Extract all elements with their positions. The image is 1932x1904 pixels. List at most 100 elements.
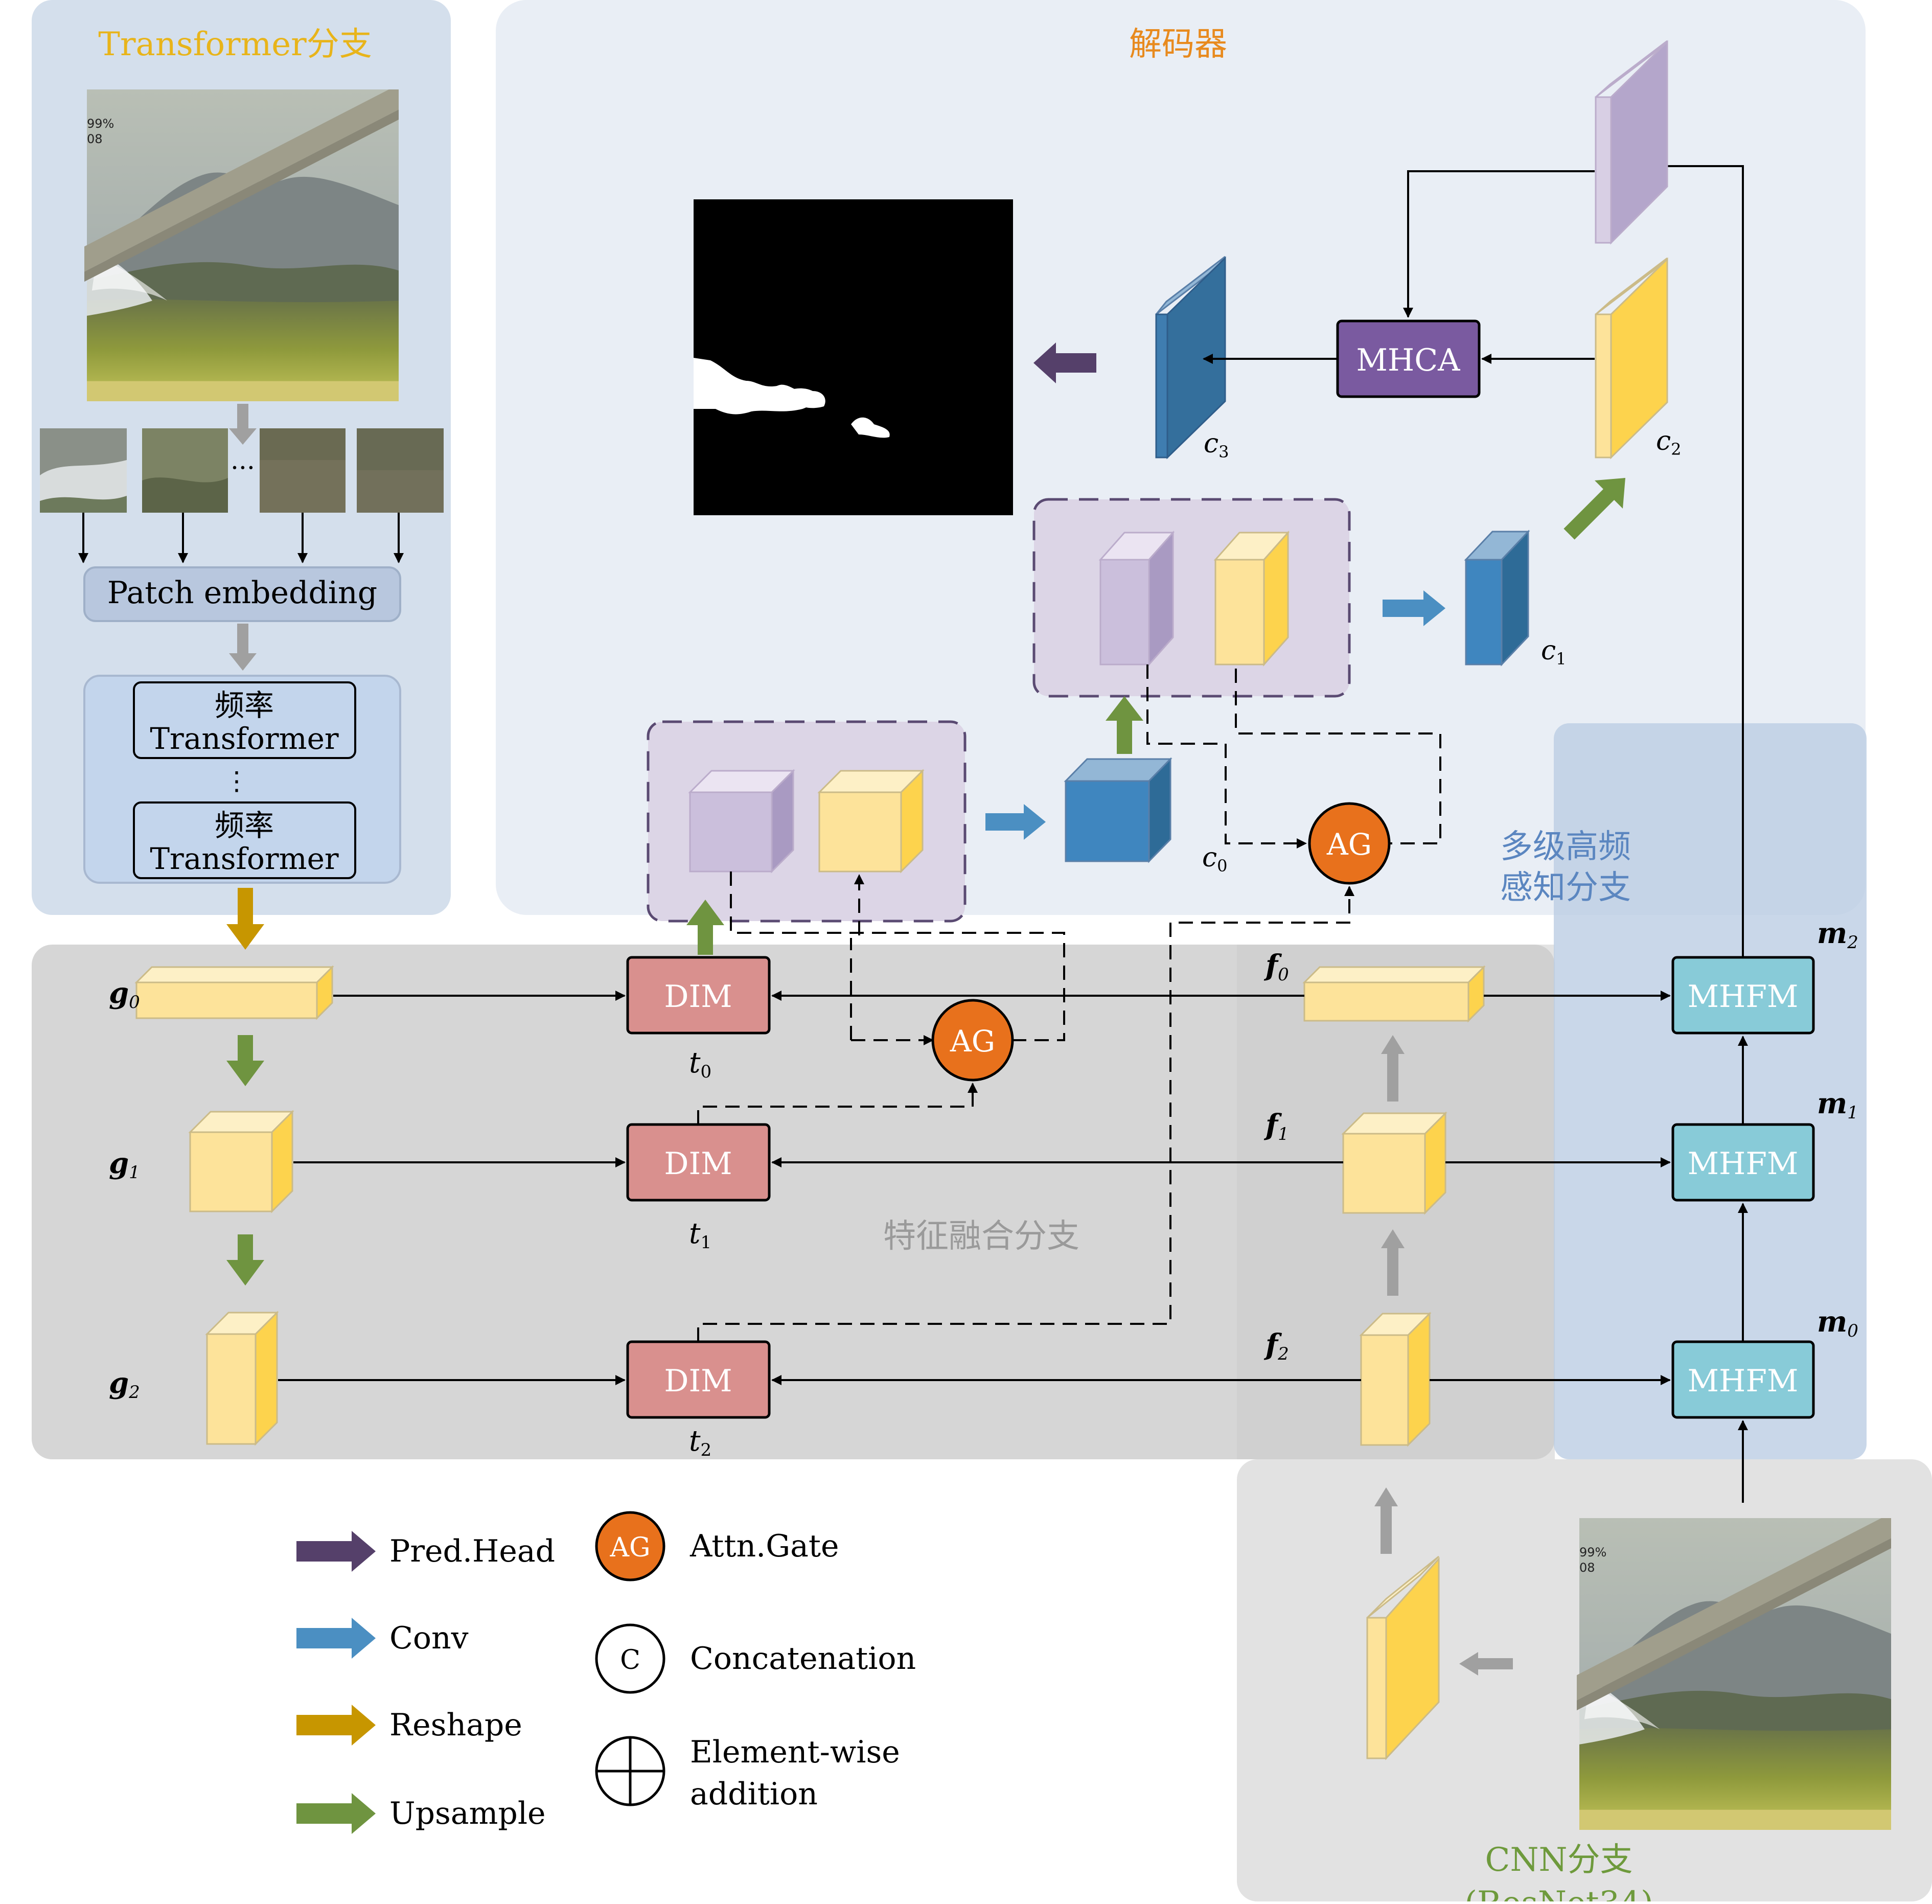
svg-text:Reshape: Reshape	[389, 1707, 522, 1743]
feature-fusion-title: 特征融合分支	[883, 1218, 1079, 1255]
ag-gate-lower: AG	[931, 999, 1014, 1082]
mhca-block: MHCA	[1336, 319, 1481, 398]
c0-feature	[1064, 757, 1172, 863]
patch-3	[260, 428, 346, 513]
cnn-branch-title-line1: CNN分支	[1485, 1841, 1633, 1879]
legend-upsample: Upsample	[296, 1793, 546, 1834]
decoder-title: 解码器	[1129, 26, 1227, 63]
g2-label: g2	[109, 1366, 140, 1403]
c2-label: c2	[1656, 426, 1681, 459]
f1-feature	[1341, 1111, 1447, 1215]
g2-feature	[205, 1311, 279, 1446]
f-to-dim-arrows	[771, 991, 1361, 1385]
g0-label: g0	[109, 976, 140, 1013]
svg-text:Conv: Conv	[389, 1620, 469, 1656]
patch-2	[142, 428, 228, 513]
dim-t2: DIM	[626, 1340, 771, 1419]
c3-feature	[1155, 256, 1226, 460]
lower-concat-yellow-cube	[817, 769, 925, 874]
upsample-to-upper-concat-arrow	[1106, 696, 1143, 754]
t2-label: t2	[689, 1425, 711, 1460]
hf-branch-title-line1: 多级高频	[1500, 828, 1631, 866]
c3-label: c3	[1204, 428, 1229, 462]
f2-feature	[1359, 1312, 1432, 1447]
mhfm-m1: MHFM	[1671, 1123, 1815, 1202]
freq-transformer-block-1	[133, 681, 356, 759]
upper-concat-yellow-cube	[1213, 531, 1290, 667]
freq-block-2-line2: Transformer	[150, 841, 339, 876]
svg-text:MHFM: MHFM	[1688, 979, 1799, 1015]
prediction-mask	[694, 199, 1013, 515]
transformer-input-image: 99% 08	[84, 89, 399, 401]
lower-concat-lilac-cube	[688, 769, 795, 874]
f0-feature	[1302, 965, 1486, 1023]
f-column-arrows	[1374, 1035, 1513, 1676]
g0-feature	[134, 965, 334, 1020]
ag-gate-upper: AG	[1308, 802, 1391, 885]
patch-embedding-label: Patch embedding	[107, 575, 377, 611]
attention-dashed-paths	[697, 664, 1441, 1342]
conv-to-c1-arrow	[1383, 590, 1445, 626]
g-labels: g0 g1 g2	[109, 976, 140, 1403]
conv-to-c0-arrow	[985, 804, 1046, 840]
freq-transformer-stack	[83, 675, 401, 884]
legend-pred-head: Pred.Head	[296, 1531, 555, 1572]
svg-text:Concatenation: Concatenation	[690, 1641, 916, 1677]
hf-branch-title-line2: 感知分支	[1500, 869, 1631, 907]
block-ellipsis: ⋮	[224, 766, 249, 796]
f-labels: f0 f1 f2	[1263, 949, 1289, 1364]
image-patches: ···	[40, 428, 444, 513]
svg-text:AG: AG	[1326, 827, 1372, 862]
svg-text:DIM: DIM	[664, 1146, 732, 1182]
c2-feature	[1595, 257, 1668, 460]
c1-feature	[1464, 530, 1530, 667]
freq-transformer-block-2	[133, 801, 356, 879]
m2-label: m2	[1817, 916, 1858, 953]
patch-arrows	[78, 513, 404, 563]
svg-text:AG: AG	[609, 1532, 650, 1563]
cnn-image-overlay-text-1: 99%	[1579, 1545, 1606, 1559]
freq-block-1-line2: Transformer	[150, 721, 339, 756]
svg-text:C: C	[620, 1645, 640, 1676]
f-to-mhfm-arrows	[1430, 161, 1748, 1503]
transformer-branch-title: Transformer分支	[98, 26, 372, 63]
patch-4	[357, 428, 444, 513]
svg-text:MHFM: MHFM	[1688, 1363, 1799, 1399]
upsample-t0-arrow	[686, 900, 724, 955]
m1-label: m1	[1817, 1087, 1858, 1123]
legend-attn-gate: AG Attn.Gate	[595, 1511, 839, 1581]
t0-label: t0	[689, 1046, 711, 1082]
dim-t0: DIM	[626, 956, 771, 1035]
legend: Pred.Head Conv Reshape Upsample AG Attn.…	[296, 1511, 916, 1834]
t1-label: t1	[689, 1217, 711, 1253]
mhca-arrows	[1203, 170, 1595, 364]
g1-label: g1	[109, 1146, 140, 1183]
svg-text:Element-wise: Element-wise	[690, 1734, 900, 1770]
legend-concatenation: C Concatenation	[595, 1623, 916, 1694]
dim-t1: DIM	[626, 1123, 771, 1202]
svg-text:addition: addition	[690, 1776, 818, 1812]
patch-1	[40, 428, 127, 513]
cnn-branch-title-line2: (ResNet34)	[1464, 1885, 1653, 1901]
legend-conv: Conv	[296, 1618, 469, 1659]
high-frequency-branch-panel	[1554, 723, 1867, 1459]
image-overlay-text-2: 08	[87, 132, 103, 146]
cnn-input-image: 99% 08	[1577, 1518, 1891, 1830]
t-labels: t0 t1 t2	[689, 1046, 711, 1460]
svg-text:MHFM: MHFM	[1688, 1146, 1799, 1182]
c1-label: c1	[1541, 635, 1566, 669]
mhfm-m2: MHFM	[1671, 956, 1815, 1035]
patch-embedding-block	[83, 566, 401, 622]
m-labels: m2 m1 m0	[1817, 916, 1858, 1341]
g-upsample-arrows	[226, 1035, 264, 1286]
mhfm-m0: MHFM	[1671, 1340, 1815, 1419]
g1-feature	[188, 1110, 294, 1213]
svg-text:AG: AG	[950, 1024, 995, 1059]
upper-concat-group	[1032, 498, 1351, 698]
cnn-stem-feature	[1366, 1555, 1440, 1760]
m0-label: m0	[1817, 1305, 1858, 1341]
f1-label: f1	[1263, 1108, 1289, 1144]
upper-concat-lilac-cube	[1098, 531, 1175, 667]
